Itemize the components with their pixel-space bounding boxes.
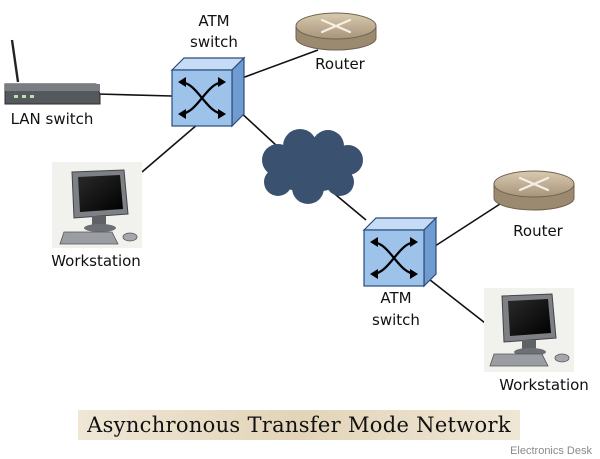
atm-switch-1 <box>170 56 246 128</box>
antenna <box>10 39 20 83</box>
lan-switch <box>4 39 101 105</box>
atm-switch-2-label-line2: switch <box>372 311 420 329</box>
workstation-1 <box>52 162 142 248</box>
link-lan-switch-atm1 <box>96 93 173 97</box>
atm-switch-1-label-line2: switch <box>190 33 238 51</box>
connection-lines <box>96 49 501 331</box>
atm-switch-1-label-line1: ATM <box>198 12 229 30</box>
link-atm1-workstation1 <box>141 123 199 173</box>
diagram-title: Asynchronous Transfer Mode Network <box>86 413 511 437</box>
router-arrows-icon <box>320 18 352 34</box>
network-cloud <box>262 129 363 204</box>
workstation-2-label: Workstation <box>499 376 589 394</box>
atm-switch-2-label-line1: ATM <box>380 289 411 307</box>
link-atm1-router1 <box>241 49 319 79</box>
router-1-label: Router <box>315 55 366 73</box>
router-1 <box>295 12 377 51</box>
watermark: Electronics Desk <box>510 445 592 457</box>
cube-side <box>423 216 437 288</box>
cube-side <box>231 56 245 128</box>
link-atm2-router2 <box>431 203 501 249</box>
router-arrows-icon <box>518 176 550 192</box>
title-band <box>78 410 520 440</box>
lan-switch-label: LAN switch <box>11 110 94 128</box>
link-atm2-workstation2 <box>424 275 495 331</box>
router-2 <box>493 170 575 211</box>
atm-switch-2 <box>362 216 438 288</box>
router-2-label: Router <box>513 222 564 240</box>
workstation-2 <box>484 288 574 372</box>
workstation-1-label: Workstation <box>51 252 141 270</box>
